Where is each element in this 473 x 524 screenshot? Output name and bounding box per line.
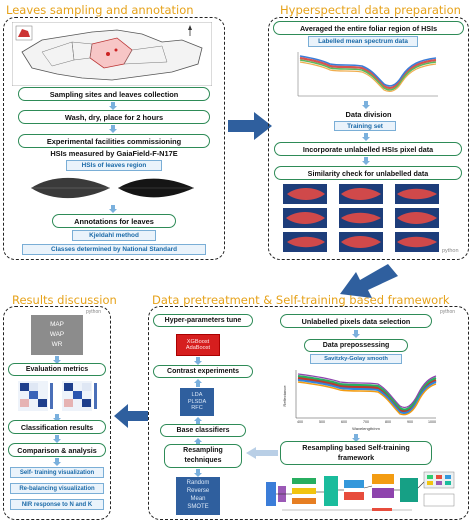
pretreat-section-title: Data pretreatment & Self-training based … (152, 293, 450, 307)
plot-xlabel: Wavelength/nm (352, 426, 380, 431)
down-arrow-icon (53, 458, 61, 466)
left-arrow-icon (114, 404, 148, 428)
plot-xticks: 400 500 600 700 800 900 1000 (297, 420, 436, 424)
prepossessing-step: Data prepossessing (304, 339, 408, 352)
mean-label: Mean (190, 496, 206, 502)
base-classifiers-step: Base classifiers (160, 424, 246, 437)
plsda-label: PLSDA (187, 398, 207, 405)
nir-response-tag: NIR response to N and K (10, 499, 104, 510)
left-arrow-icon (246, 447, 278, 459)
incorporate-step: Incorporate unlabelled HSIs pixel data (274, 142, 462, 156)
resampling-title-line2: techniques (184, 457, 222, 464)
self-training-framework-step: Resampling based Self-training framework (280, 441, 432, 465)
self-training-line1: Resampling based Self-training (302, 443, 410, 452)
resampling-title-line1: Resampling (183, 447, 223, 454)
mean-spectrum-tag: Labelled mean spectrum data (308, 36, 418, 47)
plot-xtick: 500 (319, 420, 325, 424)
down-arrow-icon (362, 101, 370, 109)
sampling-map (12, 22, 212, 86)
python-logo: python (440, 309, 456, 315)
facilities-step: Experimental facilities commissioning (18, 134, 210, 148)
leaf-images (31, 177, 194, 199)
plot-xtick: 600 (341, 420, 347, 424)
python-logo: python (86, 309, 102, 315)
sampling-sites-step: Sampling sites and leaves collection (18, 87, 210, 101)
down-arrow-icon (53, 356, 61, 364)
right-arrow-icon (228, 112, 272, 140)
plot-xtick: 1000 (428, 420, 436, 424)
classification-results-step: Classification results (8, 420, 106, 434)
reverse-label: Reverse (186, 488, 210, 495)
python-logo: python (442, 248, 459, 254)
lda-label: LDA (191, 392, 203, 399)
down-arrow-icon (352, 330, 360, 338)
pretreat-panel (148, 306, 469, 520)
up-arrow-icon (194, 417, 202, 425)
rebalancing-viz-tag: Re-balancing visualization (10, 483, 104, 494)
hyper-params-step: Hyper-parameters tune (153, 314, 253, 327)
leaves-section-title: Leaves sampling and annotation (6, 3, 194, 17)
rfc-label: RFC (191, 405, 203, 412)
hyper-panel (268, 17, 469, 260)
xgboost-label: XGBoost (186, 338, 210, 345)
kjeldahl-tag: Kjeldahl method (72, 230, 156, 241)
plot-xtick: 400 (297, 420, 303, 424)
down-arrow-icon (362, 157, 370, 165)
down-left-arrow-icon (340, 264, 398, 298)
down-arrow-icon (53, 435, 61, 443)
adaboost-label: AdaBoost (185, 345, 211, 351)
mean-spectrum-plot (297, 52, 438, 97)
metric-wr: WR (51, 341, 63, 348)
results-section-title: Results discussion (12, 293, 117, 307)
plot-ylabel: Reflectance (282, 385, 287, 407)
wash-dry-step: Wash, dry, place for 2 hours (18, 110, 210, 124)
unlabelled-selection-step: Unlabelled pixels data selection (280, 314, 432, 328)
plot-xtick: 900 (407, 420, 413, 424)
confusion-matrices (18, 381, 97, 411)
down-arrow-icon (109, 125, 117, 133)
contrast-experiments-step: Contrast experiments (153, 365, 253, 378)
plot-xtick: 800 (385, 420, 391, 424)
down-arrow-icon (109, 102, 117, 110)
leaves-panel (3, 17, 225, 260)
leaf-similarity-grid (283, 184, 439, 252)
training-set-tag: Training set (334, 121, 396, 131)
down-arrow-icon (352, 434, 360, 442)
random-label: Random (186, 480, 210, 487)
hsis-measured-label: HSIs measured by GaiaField-F-N17E (50, 149, 178, 158)
hsis-region-tag: HSIs of leaves region (66, 160, 162, 171)
plot-xtick: 700 (363, 420, 369, 424)
smoothed-spectra-plot: Reflectance Wavelength/nm 400 500 600 700 80… (282, 370, 437, 431)
classes-tag: Classes determined by National Standard (22, 244, 206, 255)
framework-schematic (266, 471, 455, 511)
averaged-step: Averaged the entire foliar region of HSI… (273, 21, 464, 35)
down-arrow-icon (109, 205, 117, 213)
resampling-techniques-step: Resampling techniques (164, 444, 242, 468)
base-models-box: LDA PLSDA RFC (180, 388, 214, 416)
smote-label: SMOTE (187, 503, 209, 510)
metric-map: MAP (50, 321, 64, 328)
similarity-step: Similarity check for unlabelled data (274, 166, 462, 180)
resampling-methods-box: Random Reverse Mean SMOTE (176, 477, 220, 515)
metric-wap: WAP (49, 331, 65, 338)
results-panel (3, 306, 111, 520)
boost-box: XGBoost AdaBoost (176, 334, 220, 356)
down-arrow-icon (194, 469, 202, 477)
hyper-section-title: Hyperspectral data preparation (280, 3, 461, 17)
self-training-line2: framework (337, 453, 375, 462)
evaluation-metrics-step: Evaluation metrics (8, 363, 106, 376)
down-arrow-icon (362, 133, 370, 141)
data-division-label: Data division (345, 110, 392, 119)
up-arrow-icon (194, 379, 202, 387)
metrics-box: MAP WAP WR (31, 315, 83, 355)
annotations-step: Annotations for leaves (52, 214, 176, 228)
down-arrow-icon (194, 357, 202, 365)
comparison-step: Comparison & analysis (8, 443, 106, 457)
self-training-viz-tag: Self- training visualization (10, 467, 104, 478)
savgol-tag: Savitzky-Golay smooth (310, 354, 402, 364)
